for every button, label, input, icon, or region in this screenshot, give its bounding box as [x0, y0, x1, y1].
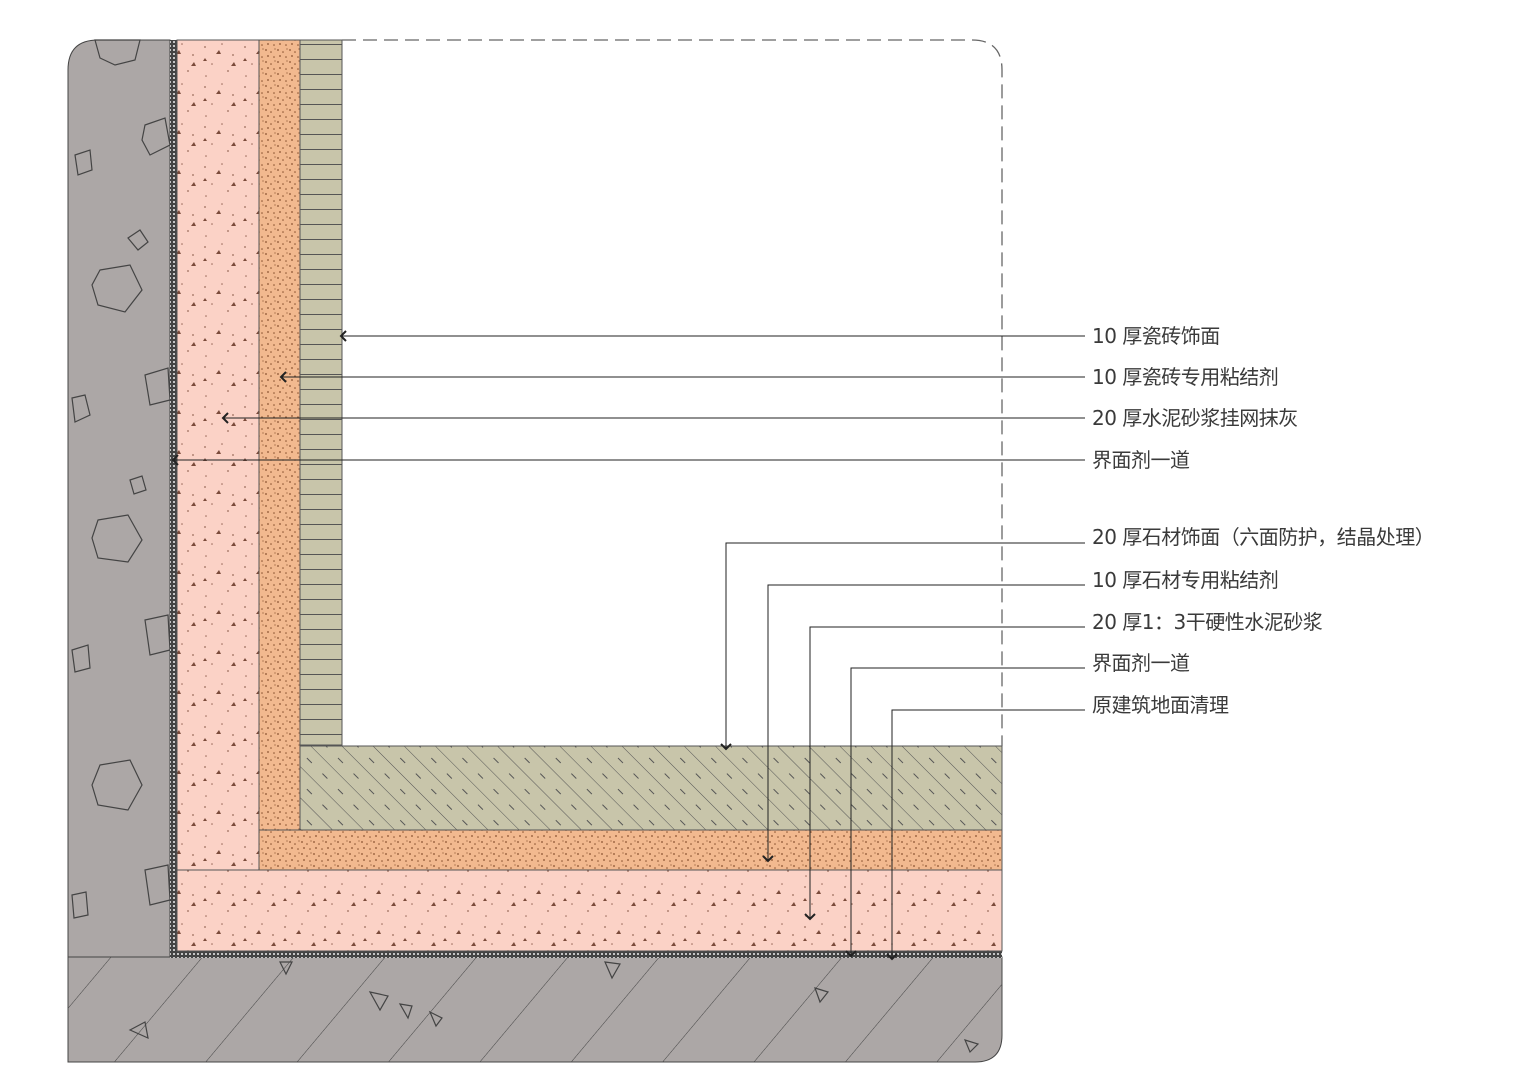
- existing-floor-slab: [67, 956, 1003, 1063]
- wall-interface-agent: [170, 40, 177, 957]
- label-floor-stone-finish: 20 厚石材饰面（六面防护，结晶处理）: [1092, 525, 1435, 549]
- stone-adhesive: [258, 829, 1003, 871]
- wall-mortar-plaster: [176, 39, 260, 872]
- leader-lines: [171, 330, 1085, 961]
- label-wall-mortar-plaster: 20 厚水泥砂浆挂网抹灰: [1092, 406, 1298, 430]
- slab-aggregate: [128, 961, 980, 1054]
- break-line-frame: [342, 39, 1003, 746]
- floor-dry-mortar: [176, 869, 1003, 952]
- label-floor-interface-agent: 界面剂一道: [1092, 651, 1190, 675]
- label-floor-stone-adhesive: 10 厚石材专用粘结剂: [1092, 568, 1279, 592]
- label-floor-dry-mortar: 20 厚1：3干硬性水泥砂浆: [1092, 610, 1323, 634]
- label-wall-tile-finish: 10 厚瓷砖饰面: [1092, 324, 1220, 348]
- label-floor-base-cleaning: 原建筑地面清理: [1092, 693, 1229, 717]
- wall-tile-finish: [299, 39, 343, 746]
- existing-concrete-wall: [67, 39, 171, 958]
- aggregate-pattern: [71, 39, 171, 919]
- label-wall-interface-agent: 界面剂一道: [1092, 448, 1190, 472]
- tile-adhesive: [258, 39, 301, 831]
- label-wall-tile-adhesive: 10 厚瓷砖专用粘结剂: [1092, 365, 1279, 389]
- floor-stone-finish: [299, 745, 1003, 831]
- floor-interface-agent: [170, 951, 1002, 958]
